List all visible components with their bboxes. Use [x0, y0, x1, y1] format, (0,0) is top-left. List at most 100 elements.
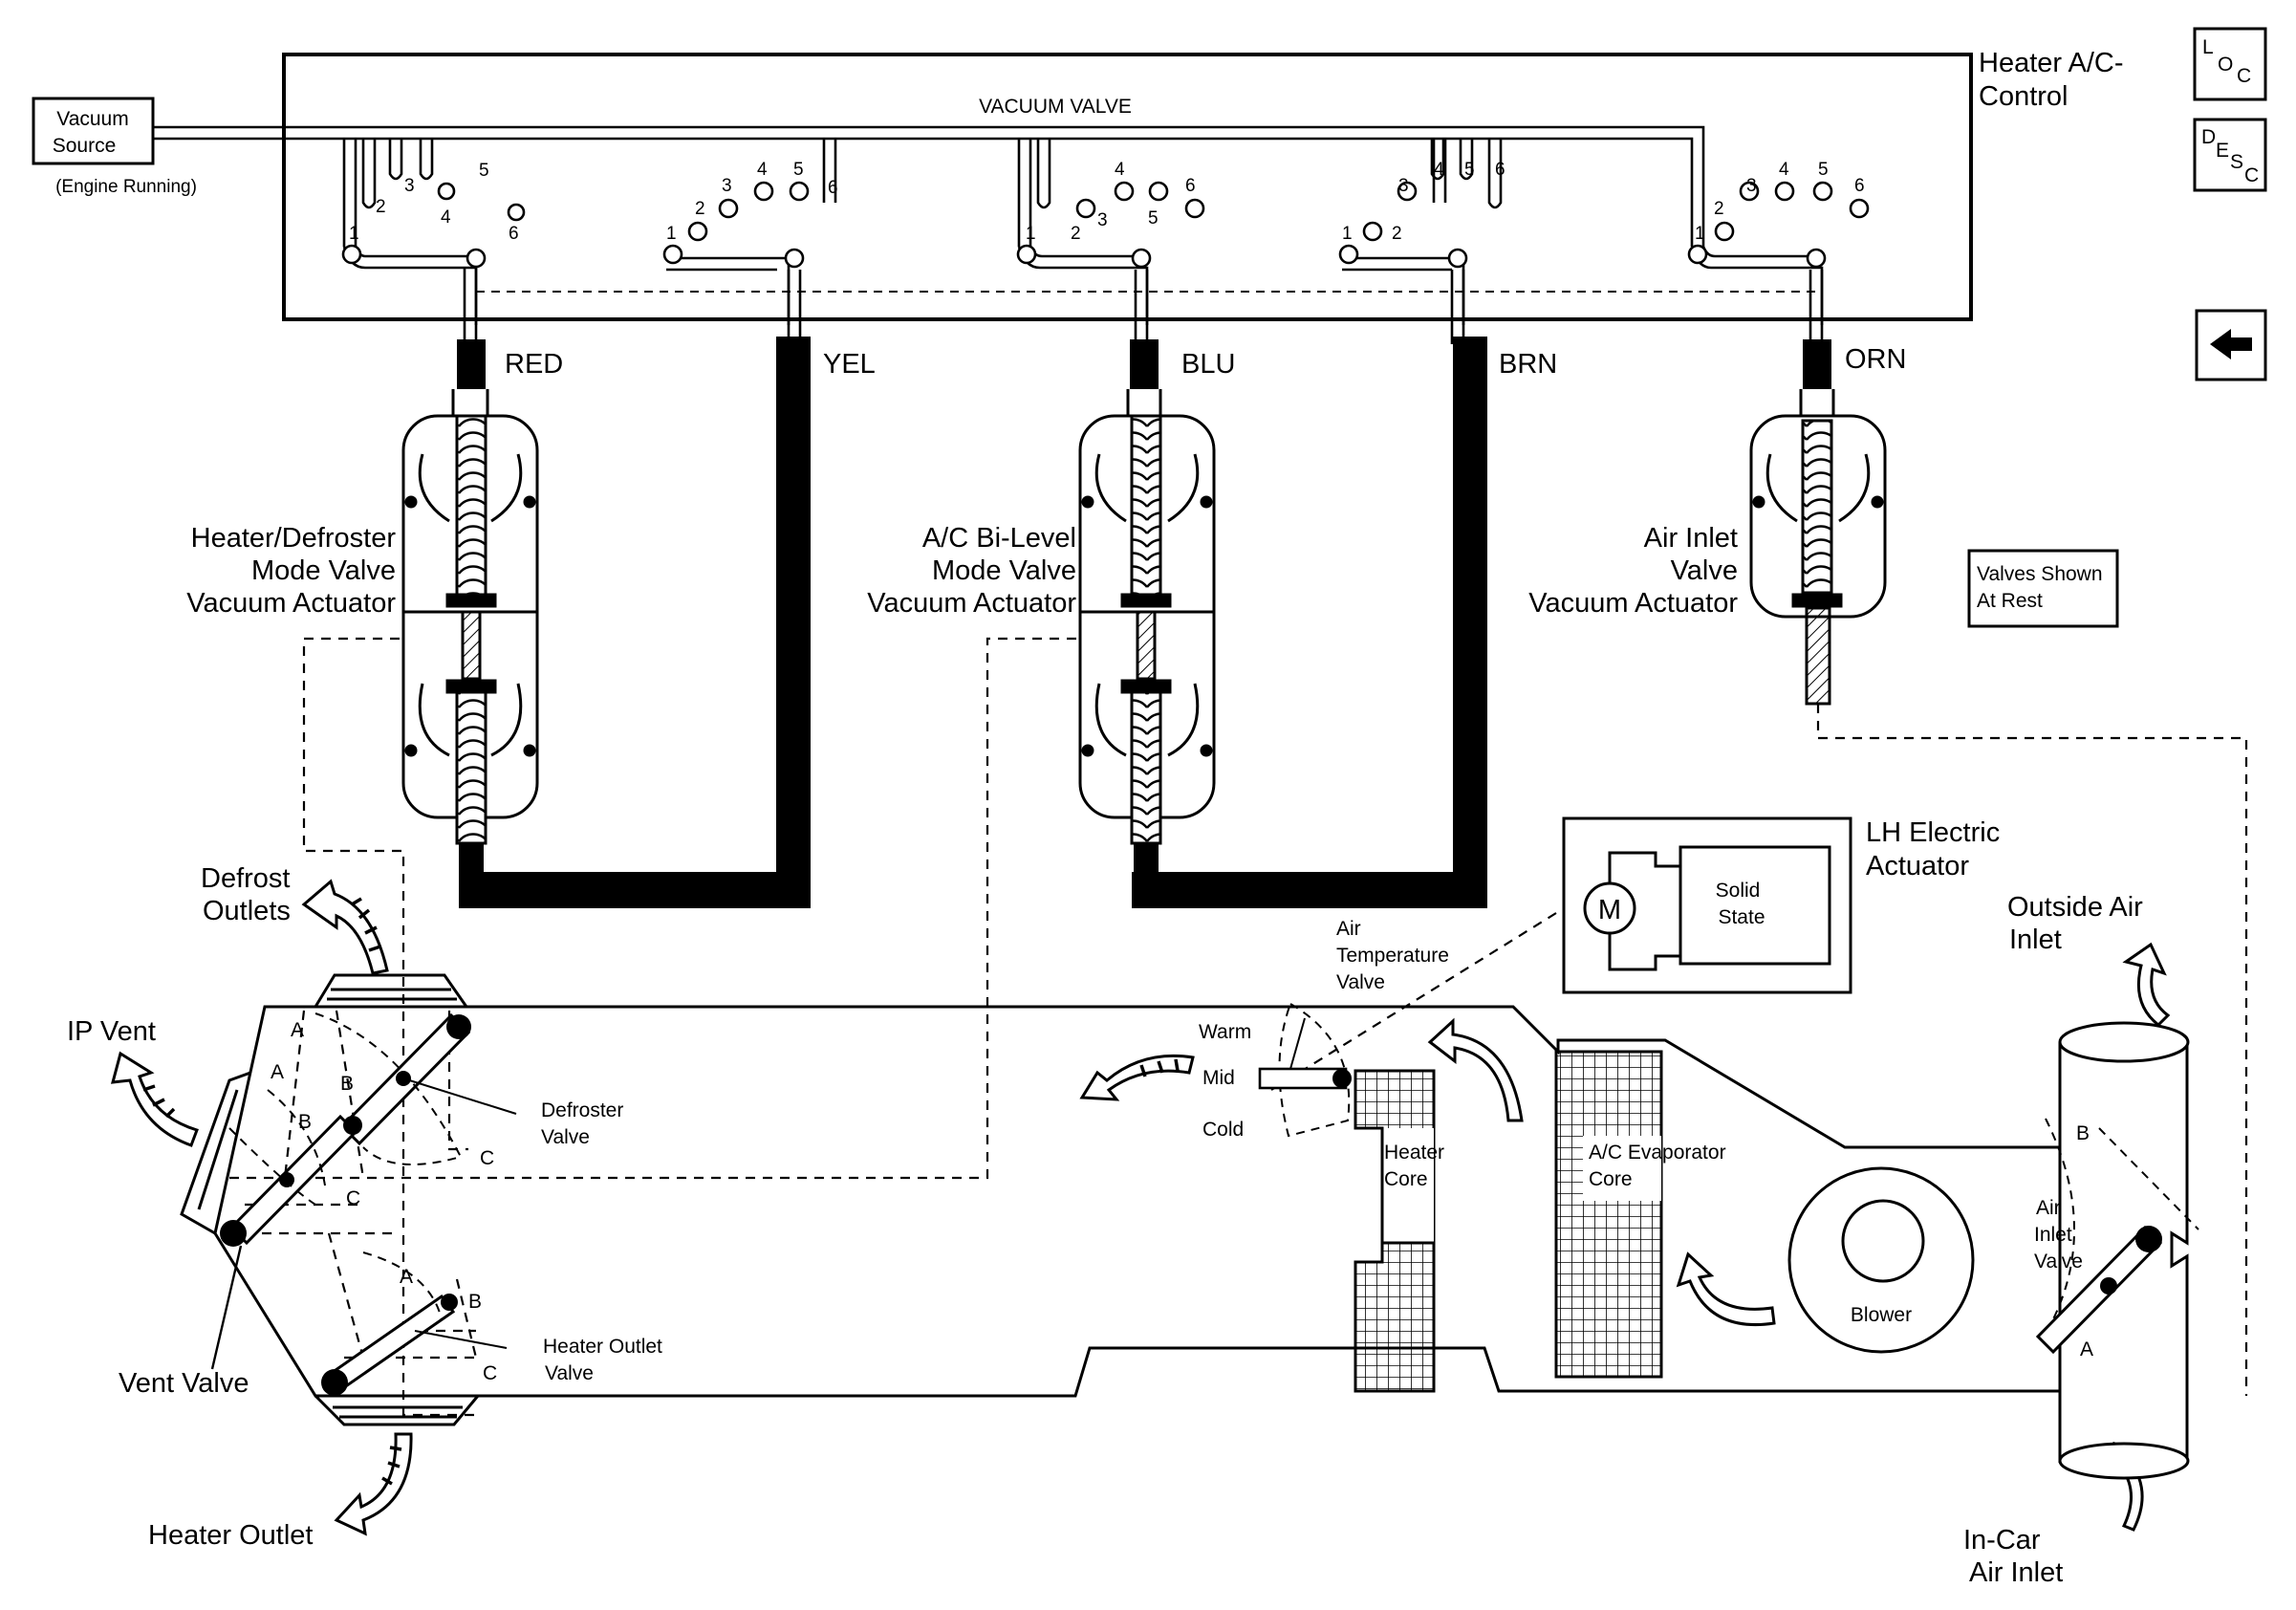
air-inlet-valve-label: Air [2036, 1197, 2061, 1219]
outside-air-arrow [2122, 942, 2171, 1028]
pos-letter: A [2080, 1338, 2093, 1360]
label-line: Mode Valve [932, 555, 1076, 586]
loc-letter: O [2218, 54, 2233, 76]
air-temp-valve-label: Valve [1336, 971, 1385, 993]
air-inlet-valve-label: Inlet [2034, 1224, 2072, 1246]
port-number: 5 [1818, 160, 1829, 180]
defroster-valve-label: Valve [541, 1126, 590, 1148]
loc-button[interactable]: L O C [2193, 27, 2267, 101]
back-button[interactable] [2195, 309, 2267, 381]
yel-hose [776, 337, 811, 908]
pos-letter: B [340, 1073, 354, 1095]
ip-vent-airflow-arrow [110, 1051, 199, 1147]
evaporator-core-label: A/C Evaporator [1589, 1142, 1726, 1164]
port-number: 1 [666, 224, 677, 244]
desc-letter: D [2201, 126, 2216, 148]
air-inlet-actuator [1749, 389, 1887, 706]
heater-core-label: Heater [1384, 1142, 1444, 1164]
left-arrow-icon [2210, 329, 2252, 359]
ac-bilevel-actuator-label: A/C Bi-Level Mode Valve Vacuum Actuator [867, 523, 1076, 619]
loc-letter: L [2202, 36, 2214, 58]
blower-airflow-arrow [1676, 1251, 1776, 1327]
control-title-line1: Heater A/C- [1979, 48, 2124, 78]
valves-note-line2: At Rest [1977, 590, 2043, 612]
lh-electric-actuator: M Solid State [1562, 816, 1852, 994]
valve-position-letters: A B C A B C A B C B A [271, 1019, 2093, 1384]
defrost-airflow-arrow [301, 879, 389, 975]
hose-labels: RED YEL BLU BRN ORN [505, 344, 1906, 380]
port-number: 4 [1779, 160, 1789, 180]
pos-letter: A [271, 1061, 284, 1083]
hose-label-blu: BLU [1181, 349, 1235, 380]
port-number: 3 [1398, 176, 1409, 196]
port-number: 5 [793, 160, 804, 180]
heater-outlet-valve-label: Valve [545, 1362, 594, 1384]
temp-valve-airflow-arrow [1079, 1054, 1195, 1101]
vacuum-manifold [153, 125, 1824, 344]
ac-bilevel-actuator [1078, 389, 1216, 878]
vacuum-source: Vacuum Source (Engine Running) [32, 97, 197, 197]
solid-state-line1: Solid [1716, 880, 1761, 902]
air-housing [180, 973, 2062, 1426]
heater-outlet-label: Heater Outlet [148, 1520, 313, 1551]
pos-letter: B [2076, 1122, 2090, 1144]
hose-label-brn: BRN [1499, 349, 1557, 380]
desc-letter: S [2230, 151, 2243, 173]
incar-air-inlet-label: Air Inlet [1969, 1557, 2063, 1588]
red-hose-connector [457, 339, 486, 389]
defrost-outlets-label: Outlets [203, 896, 291, 926]
desc-button[interactable]: D E S C [2193, 118, 2267, 192]
heater-core-label: Core [1384, 1168, 1428, 1190]
vacuum-source-note: (Engine Running) [55, 177, 197, 197]
port-number: 4 [1434, 160, 1444, 180]
port-number: 1 [1026, 224, 1036, 244]
port-number: 3 [404, 176, 415, 196]
port-number: 2 [1071, 224, 1081, 244]
port-number: 6 [828, 178, 838, 198]
label-line: Valve [1671, 555, 1738, 586]
label-line: Vacuum Actuator [186, 588, 396, 619]
port-number: 6 [1185, 176, 1196, 196]
yel-hose-bottom [459, 872, 811, 908]
air-temp-valve-label: Temperature [1336, 945, 1449, 967]
control-panel: Heater A/C- Control VACUUM VALVE [282, 48, 2124, 321]
defroster-valve-label: Defroster [541, 1099, 623, 1121]
blower-label: Blower [1851, 1304, 1912, 1326]
pos-letter: A [400, 1266, 413, 1288]
ac-evaporator-core [1554, 1050, 1663, 1379]
hose-label-orn: ORN [1845, 344, 1906, 375]
warm-label: Warm [1199, 1021, 1251, 1043]
air-inlet-valve-label: Valve [2034, 1251, 2083, 1273]
vacuum-source-line1: Vacuum [56, 108, 128, 130]
control-title-line2: Control [1979, 81, 2069, 112]
port-number: 4 [441, 207, 451, 228]
label-line: Air Inlet [1644, 523, 1738, 554]
label-line: Mode Valve [251, 555, 396, 586]
outside-air-inlet-label: Inlet [2009, 925, 2062, 955]
valves-note-line1: Valves Shown [1977, 563, 2103, 585]
air-inlet-duct [2045, 1021, 2199, 1480]
air-inlet-valve [2035, 1225, 2163, 1355]
heater-core-airflow-arrow [1427, 1017, 1524, 1122]
solid-state-line2: State [1718, 906, 1765, 928]
outside-air-inlet-label: Outside Air [2007, 892, 2143, 923]
evaporator-core-label: Core [1589, 1168, 1633, 1190]
airflow-arrows [110, 879, 2171, 1536]
heater-defroster-actuator [401, 389, 539, 878]
blower [1787, 1166, 1975, 1354]
defroster-valve [314, 1012, 517, 1165]
port-number: 6 [1854, 176, 1865, 196]
heater-defroster-actuator-label: Heater/Defroster Mode Valve Vacuum Actua… [186, 523, 396, 619]
pos-letter: C [480, 1147, 494, 1169]
port-number: 5 [1148, 208, 1159, 228]
port-numbers: 1 2 3 4 5 6 1 2 3 4 5 6 1 2 3 4 5 6 1 2 … [349, 160, 1865, 244]
label-line: Vacuum Actuator [867, 588, 1076, 619]
port-number: 5 [1464, 160, 1475, 180]
cold-label: Cold [1202, 1119, 1244, 1141]
desc-letter: C [2244, 164, 2259, 186]
port-number: 5 [479, 161, 489, 181]
port-number: 1 [349, 224, 359, 244]
vacuum-source-line2: Source [53, 135, 117, 157]
port-number: 1 [1695, 224, 1705, 244]
